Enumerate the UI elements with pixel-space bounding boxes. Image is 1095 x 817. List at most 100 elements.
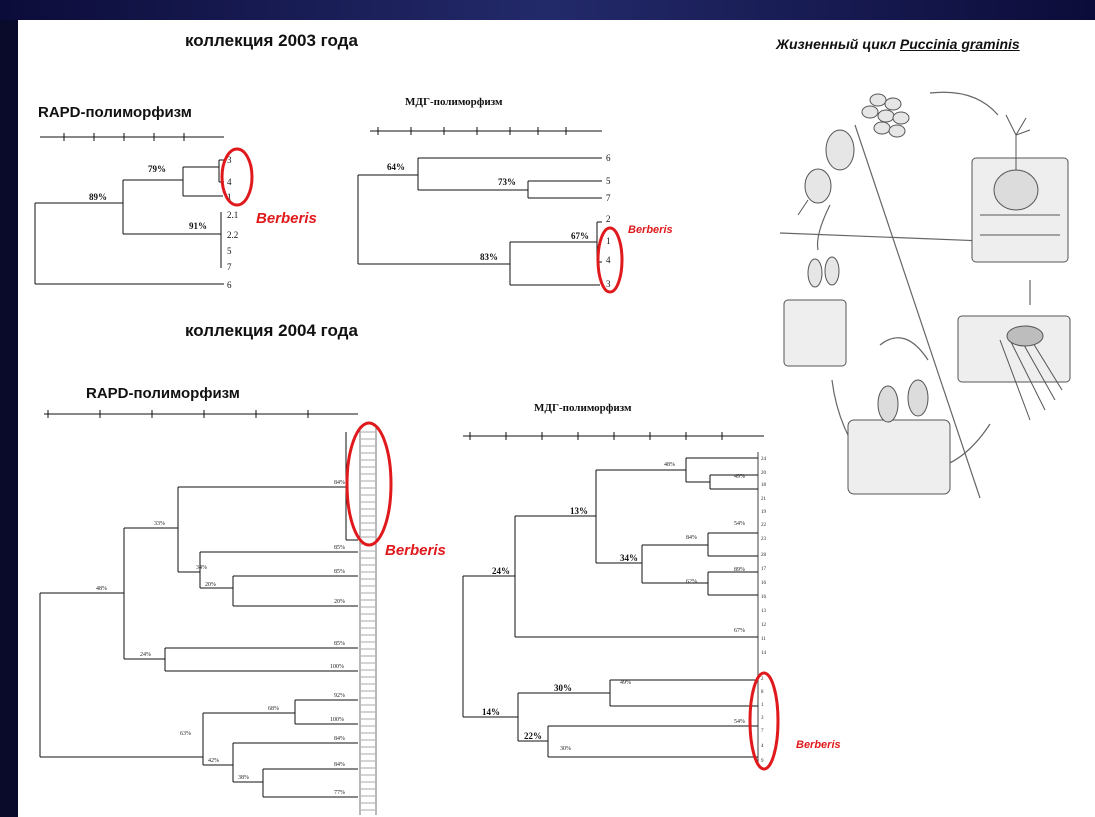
mdg-2004-support: 49% (620, 680, 631, 686)
mdg-2004-leaf: 16 (761, 581, 767, 586)
rapd-2004-support: 100% (330, 664, 344, 670)
life-cycle-species: Puccinia graminis (899, 36, 1020, 52)
mdg-2004-leaf: 13 (761, 609, 767, 614)
mdg-2003-branches (357, 157, 602, 286)
rapd-2003-highlight-ellipse (220, 147, 254, 207)
mdg-2003-support-1: 64% (387, 162, 405, 172)
mdg-2004-highlight-ellipse (748, 671, 780, 771)
mdg-2004-leaf: 2 (761, 677, 764, 682)
rapd-2004-support: 85% (334, 545, 345, 551)
mdg-2004-leaf: 19 (761, 510, 767, 515)
mdg-2003-support-2: 73% (498, 177, 516, 187)
mdg-2004-support: 48% (664, 462, 675, 468)
rapd-2004-branches (39, 432, 358, 798)
rapd-2004-support: 84% (334, 480, 345, 486)
rapd-2004-berberis-label: Berberis (385, 542, 446, 559)
mdg-2004-leaf: 17 (761, 567, 767, 572)
rapd-2004-support: 24% (140, 652, 151, 658)
mdg-2003-leaf: 7 (606, 193, 611, 203)
mdg-2003-leaf: 1 (606, 236, 611, 246)
mdg-2003-support-4: 83% (480, 252, 498, 262)
rapd-2003-leaf: 2.1 (227, 210, 238, 220)
mdg-2004-support: 13% (570, 506, 588, 516)
rapd-2003-leaf: 6 (227, 280, 232, 290)
rapd-2004-support: 20% (334, 599, 345, 605)
rapd-2003-branches (34, 159, 224, 285)
rapd-2004-support: 85% (334, 641, 345, 647)
mdg-2004-leaf: 21 (761, 497, 767, 502)
mdg-2004-support: 89% (734, 567, 745, 573)
rapd-2003-leaf: 4 (227, 177, 232, 187)
mdg-2004-support: 30% (554, 683, 572, 693)
mdg-2003-title: МДГ-полиморфизм (405, 96, 503, 108)
rapd-2003-support-2: 89% (89, 192, 107, 202)
mdg-2004-support: 24% (492, 566, 510, 576)
mdg-2004-leaf: 14 (761, 651, 767, 656)
basidium-sketch-bottom (847, 379, 951, 495)
mdg-2004-branches (462, 457, 758, 758)
mdg-2004-leaf: 23 (761, 537, 767, 542)
rapd-2004-support: 77% (334, 790, 345, 796)
mdg-2004-support: 54% (734, 719, 745, 725)
mdg-2003-leaf: 3 (606, 279, 611, 289)
rapd-2003-leaf: 2.2 (227, 230, 238, 240)
rapd-2004-scale-bar (44, 410, 358, 418)
mdg-2003-support-3: 67% (571, 231, 589, 241)
mdg-2004-leaf: 12 (761, 623, 767, 628)
mdg-2003-berberis-label: Berberis (628, 224, 673, 236)
aeciospore-chain-sketch (797, 93, 910, 216)
mdg-2003-highlight-ellipse (596, 226, 624, 294)
leaf-section-sketch-top (971, 114, 1069, 263)
rapd-2004-support: 33% (154, 521, 165, 527)
rapd-2004-support: 68% (268, 706, 279, 712)
mdg-2004-leaf: 7 (761, 729, 764, 734)
rapd-2003-leaf: 5 (227, 246, 232, 256)
rapd-2004-support: 84% (334, 762, 345, 768)
mdg-2003-leaf: 5 (606, 176, 611, 186)
mdg-2004-leaf: 1 (761, 703, 764, 708)
top-bar (0, 0, 1095, 20)
rapd-2004-support: 42% (208, 758, 219, 764)
rapd-2004-support: 38% (238, 775, 249, 781)
rapd-2004-support: 85% (334, 569, 345, 575)
mdg-2004-support: 49% (734, 474, 745, 480)
mdg-2004-support: 14% (482, 707, 500, 717)
rapd-2003-leaf: 1 (227, 192, 232, 202)
mdg-2004-leaf: 4 (761, 744, 764, 749)
rapd-2003-support-1: 79% (148, 164, 166, 174)
rapd-2004-support: 100% (330, 717, 344, 723)
mdg-2004-scale-bar (463, 432, 764, 440)
heading-life-cycle: Жизненный цикл Puccinia graminis (776, 36, 1020, 52)
rapd-2003-scale-bar (40, 133, 224, 141)
mdg-2004-leaf: 28 (761, 553, 767, 558)
mdg-2004-support: 22% (524, 731, 542, 741)
leaf-section-sketch-right (957, 315, 1071, 421)
mdg-2004-leaf: 9 (761, 759, 764, 764)
mdg-2004-leaf: 18 (761, 483, 767, 488)
mdg-2004-support: 67% (734, 628, 745, 634)
mdg-2004-support: 54% (734, 521, 745, 527)
rapd-2004-support: 20% (205, 582, 216, 588)
rapd-2004-support: 63% (180, 731, 191, 737)
rapd-2004-support: 84% (334, 736, 345, 742)
mdg-2004-leaf: 20 (761, 471, 767, 476)
heading-collection-2003: коллекция 2003 года (185, 31, 358, 50)
mdg-2004-support: 62% (686, 579, 697, 585)
mdg-2004-leaf: 22 (761, 523, 767, 528)
rapd-2004-highlight-ellipse (345, 421, 393, 547)
mdg-2004-leaf: 24 (761, 457, 767, 462)
mdg-2004-support: 30% (560, 746, 571, 752)
rapd-2004-support: 92% (334, 693, 345, 699)
rapd-2003-support-3: 91% (189, 221, 207, 231)
rapd-2003-leaf: 7 (227, 262, 232, 272)
mdg-2003-leaf: 4 (606, 255, 611, 265)
teliospore-sketch-left (783, 256, 847, 367)
rapd-2004-title: RAPD-полиморфизм (86, 385, 240, 402)
mdg-2004-leaf: 3 (761, 716, 764, 721)
mdg-2003-leaf: 6 (606, 153, 611, 163)
mdg-2003-leaf: 2 (606, 214, 611, 224)
